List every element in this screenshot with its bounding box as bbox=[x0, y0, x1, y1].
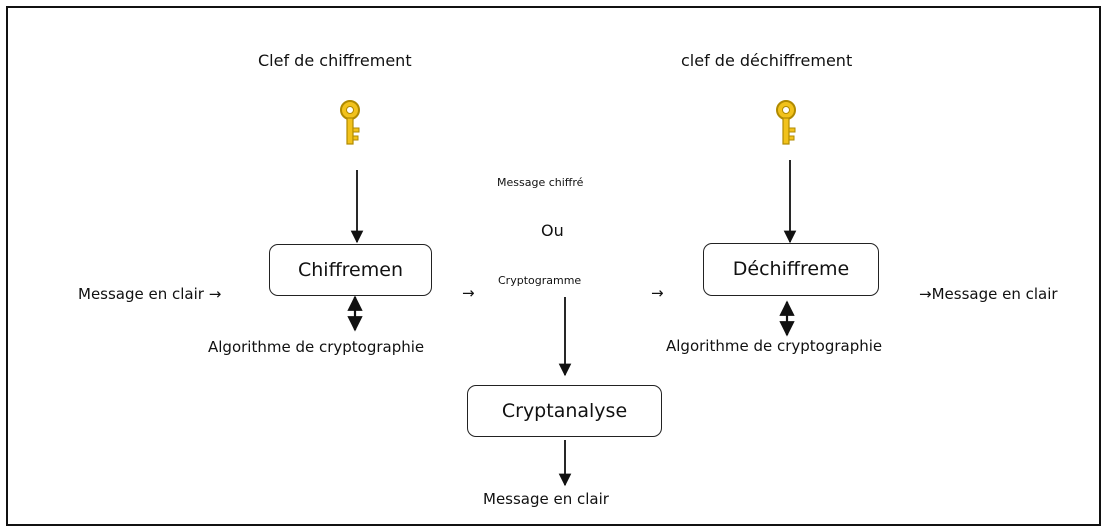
cryptanalysis-box: Cryptanalyse bbox=[467, 385, 662, 437]
cryptanalysis-box-label: Cryptanalyse bbox=[501, 399, 628, 422]
ciphertext-label: Message chiffré bbox=[497, 176, 584, 189]
plaintext-input-label: Message en clair bbox=[78, 285, 204, 303]
cryptogram-label: Cryptogramme bbox=[498, 274, 582, 287]
plaintext-recovered-label: Message en clair bbox=[483, 490, 609, 508]
plaintext-output-label: Message en clair bbox=[931, 285, 1058, 303]
decrypt-box: Déchiffreme bbox=[703, 243, 879, 296]
arrow-encrypt-to-cipher: → bbox=[462, 284, 475, 302]
encrypt-box: Chiffremen bbox=[269, 244, 432, 296]
ciphertext-or-label: Ou bbox=[541, 221, 564, 240]
arrow-cipher-to-decrypt: → bbox=[651, 284, 664, 302]
algorithm-left-label: Algorithme de cryptographie bbox=[208, 338, 425, 356]
diagram-frame bbox=[6, 6, 1101, 526]
decryption-key-label: clef de déchiffrement bbox=[681, 51, 853, 70]
decrypt-box-label: Déchiffreme bbox=[732, 258, 850, 280]
encryption-key-label: Clef de chiffrement bbox=[258, 51, 412, 70]
plaintext-output: →Message en clair bbox=[919, 287, 1058, 302]
algorithm-right-label: Algorithme de cryptographie bbox=[666, 337, 883, 355]
arrow-glyph: → bbox=[919, 285, 932, 303]
plaintext-input: Message en clair → bbox=[78, 287, 221, 302]
encrypt-box-label: Chiffremen bbox=[297, 258, 403, 281]
arrow-glyph: → bbox=[208, 285, 222, 303]
